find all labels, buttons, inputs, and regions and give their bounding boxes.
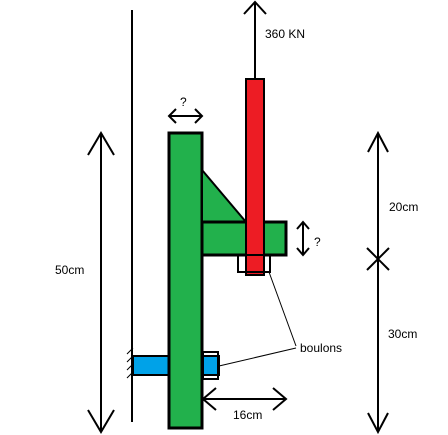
tie-rod [245,78,265,276]
bottom-bolt-nut [202,351,219,380]
double-arrow-vertical-icon [296,220,310,257]
double-arrow-vertical-icon [367,130,389,435]
top-bolt-nut [237,254,271,273]
x-mark-icon [366,247,390,271]
double-arrow-horizontal-icon [201,387,288,411]
total-height-label: 50cm [55,263,84,277]
double-arrow-vertical-icon [87,131,115,434]
top-width-unknown-label: ? [180,95,187,109]
double-arrow-horizontal-icon [167,108,204,124]
lower-height-label: 30cm [388,327,417,341]
bolts-leader-lines [218,271,297,367]
column [167,131,204,430]
plate-thickness-unknown-label: ? [314,235,321,249]
force-label: 360 KN [265,27,305,41]
bolts-label: boulons [300,341,342,355]
arrow-up-icon [243,0,267,78]
gusset [201,167,249,223]
horizontal-plate [200,220,288,257]
horizontal-span-label: 16cm [233,408,262,422]
upper-height-label: 20cm [389,200,418,214]
